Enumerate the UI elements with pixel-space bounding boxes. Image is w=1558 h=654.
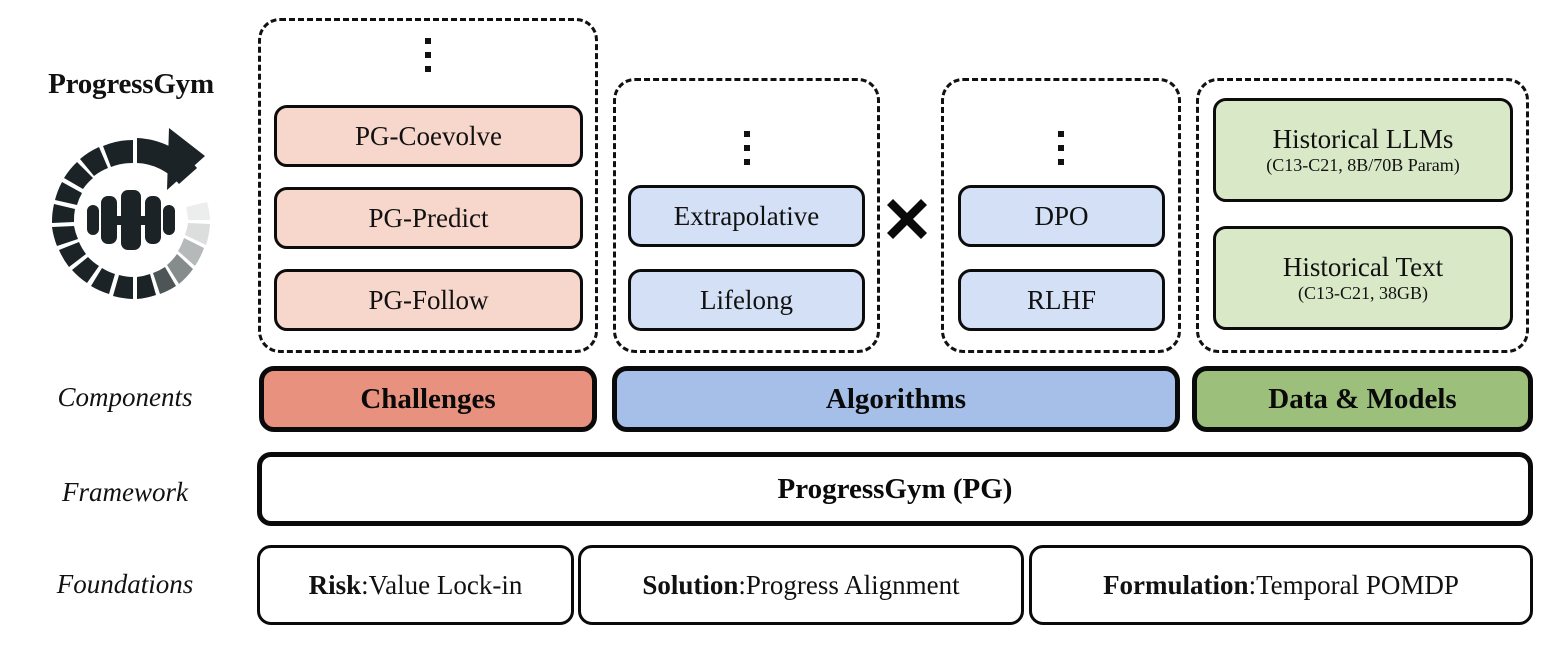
foundation-box-solution[interactable]: Solution: Progress Alignment [578,545,1024,625]
framework-bar-label: ProgressGym (PG) [777,472,1013,505]
multiplication-times-icon [884,196,930,242]
component-bar-data-models[interactable]: Data & Models [1192,366,1533,432]
challenges-ellipsis-icon [418,38,438,72]
item-label: PG-Coevolve [355,120,502,151]
item-sublabel: (C13-C21, 38GB) [1298,282,1428,303]
component-bar-label: Challenges [360,382,496,415]
algorithm-item-extrapolative[interactable]: Extrapolative [628,185,865,247]
page-title: ProgressGym [48,68,214,100]
item-label: RLHF [1026,284,1097,315]
item-label: PG-Follow [368,284,489,315]
progress-gym-logo-icon [36,112,226,312]
item-label: Extrapolative [673,200,820,231]
algorithm-item-lifelong[interactable]: Lifelong [628,269,865,331]
foundation-box-formulation[interactable]: Formulation: Temporal POMDP [1029,545,1533,625]
row-label-foundations: Foundations [56,569,194,599]
row-label-components: Components [57,382,193,412]
row-label-framework: Framework [62,477,188,507]
foundation-value: Value Lock-in [368,569,523,600]
algorithms-right-ellipsis-icon [1051,131,1071,165]
foundation-label: Risk [308,569,362,600]
foundation-value: Temporal POMDP [1256,569,1459,600]
item-label: Lifelong [700,284,793,315]
component-bar-challenges[interactable]: Challenges [259,366,597,432]
foundation-separator: : [738,569,746,600]
foundation-separator: : [1248,569,1257,600]
challenge-item-pg-predict[interactable]: PG-Predict [274,187,583,249]
component-bar-algorithms[interactable]: Algorithms [612,366,1180,432]
framework-bar-progressgym[interactable]: ProgressGym (PG) [257,452,1533,526]
item-sublabel: (C13-C21, 8B/70B Param) [1266,154,1460,175]
component-bar-label: Algorithms [825,382,967,415]
foundation-separator: : [361,569,369,600]
item-label: PG-Predict [368,202,489,233]
data-item-historical-llms[interactable]: Historical LLMs (C13-C21, 8B/70B Param) [1213,98,1513,202]
item-label: DPO [1034,200,1089,231]
challenge-item-pg-follow[interactable]: PG-Follow [274,269,583,331]
algorithm-item-rlhf[interactable]: RLHF [958,269,1165,331]
algorithm-item-dpo[interactable]: DPO [958,185,1165,247]
challenge-item-pg-coevolve[interactable]: PG-Coevolve [274,105,583,167]
foundation-value: Progress Alignment [745,569,960,600]
algorithms-left-ellipsis-icon [737,131,757,165]
foundation-label: Formulation [1103,569,1249,600]
component-bar-label: Data & Models [1268,382,1457,415]
item-label: Historical LLMs [1272,124,1454,155]
foundation-label: Solution [642,569,739,600]
foundation-box-risk[interactable]: Risk: Value Lock-in [257,545,574,625]
item-label: Historical Text [1282,252,1444,283]
data-item-historical-text[interactable]: Historical Text (C13-C21, 38GB) [1213,226,1513,330]
